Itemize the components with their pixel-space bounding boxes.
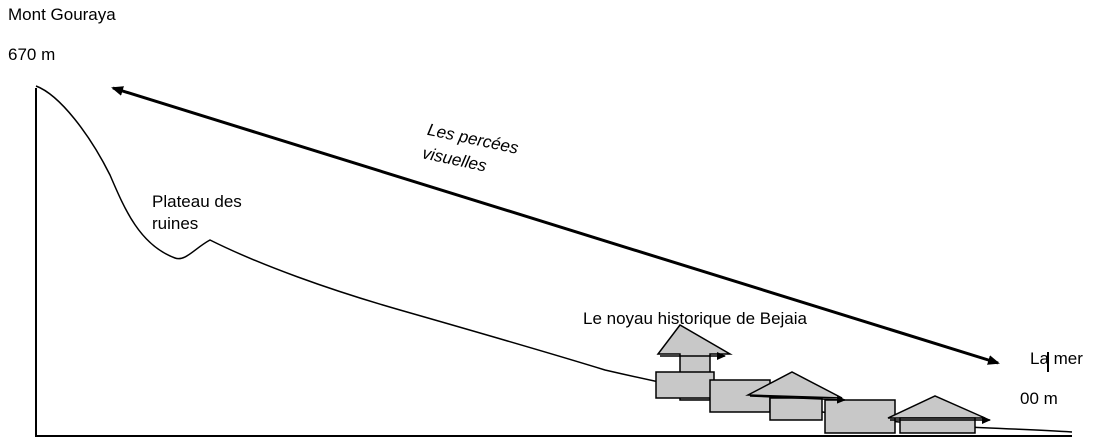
house-2 [745,371,843,399]
sea-altitude-label: 00 m [1020,389,1058,408]
house-3 [887,395,986,419]
house-block-1 [655,371,715,399]
terrain-profile [35,85,1073,433]
house-arrow-2 [749,395,846,404]
house-block-5 [899,417,976,434]
summit-name-label: Mont Gouraya [8,5,116,24]
sea-name-label: La mer [1030,349,1083,368]
sight-line-arrow [111,86,1000,365]
historic-houses [655,324,986,434]
summit-altitude-label: 670 m [8,45,56,64]
historic-core-label: Le noyau historique de Bejaia [583,309,807,328]
plateau-label: Plateau des ruines [152,192,242,233]
house-block-3 [769,397,823,421]
house-block-4 [824,399,896,434]
